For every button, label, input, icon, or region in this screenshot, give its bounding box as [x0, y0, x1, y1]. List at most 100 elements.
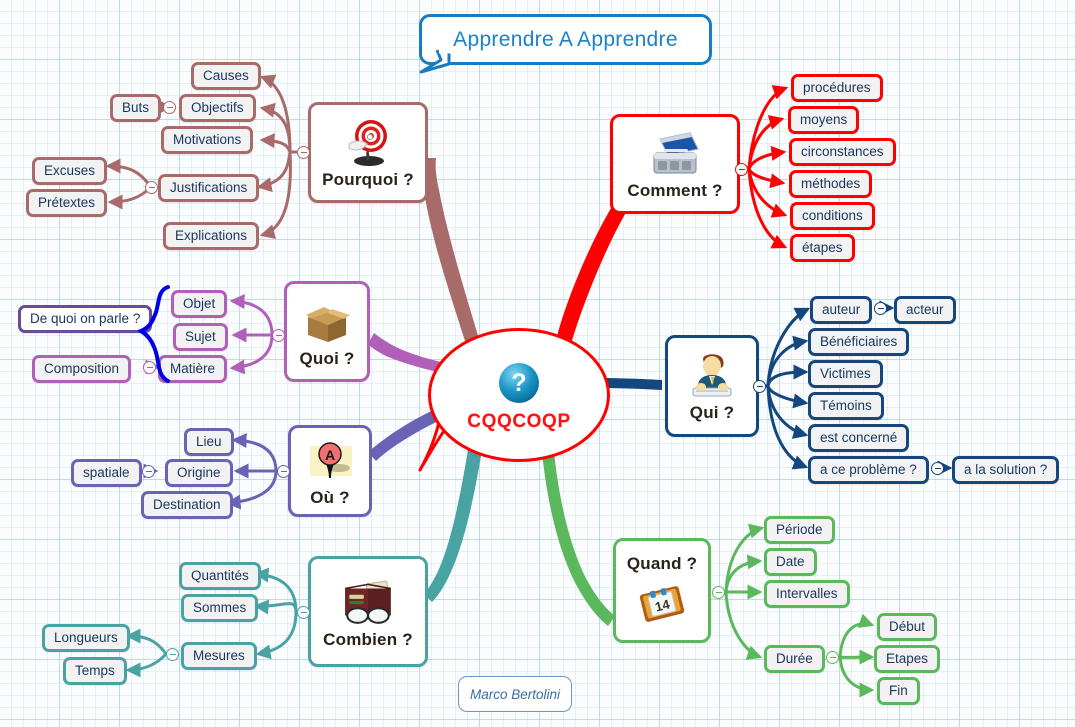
sub-node-de-quoi-on-parle[interactable]: De quoi on parle ?: [18, 305, 153, 333]
sub-node-label: Temps: [75, 663, 115, 678]
toggle-mesures[interactable]: [166, 648, 179, 661]
toggle-quand[interactable]: [712, 586, 725, 599]
wallet-glasses-icon: [345, 580, 391, 624]
sub-node-composition[interactable]: Composition: [32, 355, 132, 383]
sub-node-beneficiaires[interactable]: Bénéficiaires: [808, 328, 910, 356]
toolbox-icon: [653, 132, 699, 174]
sub-node-explications[interactable]: Explications: [163, 222, 260, 250]
main-node-quand[interactable]: 14 Quand ?: [613, 538, 711, 643]
sub-node-label: Composition: [44, 361, 120, 376]
sub-node-destination[interactable]: Destination: [141, 491, 233, 519]
svg-text:?: ?: [511, 369, 526, 397]
central-node[interactable]: ? CQQCOQP: [428, 328, 610, 462]
svg-text:A: A: [325, 447, 335, 463]
sub-node-duree[interactable]: Durée: [764, 645, 825, 673]
sub-node-conditions[interactable]: conditions: [790, 202, 875, 230]
calendar-icon: 14: [639, 585, 685, 622]
author-credit[interactable]: Marco Bertolini: [458, 676, 572, 712]
sub-node-label: Lieu: [196, 434, 222, 449]
sub-node-temoins[interactable]: Témoins: [808, 392, 884, 420]
toggle-quoi[interactable]: [272, 329, 285, 342]
sub-node-label: Période: [776, 522, 823, 537]
title-balloon[interactable]: Apprendre A Apprendre: [419, 14, 712, 74]
sub-node-label: circonstances: [801, 144, 884, 159]
sub-node-label: Durée: [776, 651, 813, 666]
sub-node-matiere[interactable]: Matière: [158, 355, 228, 383]
sub-node-victimes[interactable]: Victimes: [808, 360, 883, 388]
sub-node-fin[interactable]: Fin: [877, 677, 920, 705]
toggle-qui[interactable]: [753, 380, 766, 393]
toggle-comment[interactable]: [735, 163, 748, 176]
toggle-matiere[interactable]: [143, 361, 156, 374]
main-node-ou[interactable]: A Où ?: [288, 425, 372, 517]
sub-node-temps[interactable]: Temps: [63, 657, 127, 685]
sub-node-label: Sujet: [185, 329, 216, 344]
sub-node-origine[interactable]: Origine: [165, 459, 233, 487]
sub-node-label: Objectifs: [191, 100, 244, 115]
sub-node-label: Intervalles: [776, 586, 838, 601]
sub-node-est-concerne[interactable]: est concerné: [808, 424, 910, 452]
sub-node-procedures[interactable]: procédures: [791, 74, 883, 102]
sub-node-label: Explications: [175, 228, 248, 243]
sub-node-date[interactable]: Date: [764, 548, 817, 576]
sub-node-intervalles[interactable]: Intervalles: [764, 580, 850, 608]
sub-node-a-ce-probleme[interactable]: a ce problème ?: [808, 456, 929, 484]
sub-node-justifications[interactable]: Justifications: [158, 174, 260, 202]
sub-node-acteur[interactable]: acteur: [894, 296, 956, 324]
sub-node-sujet[interactable]: Sujet: [173, 323, 228, 351]
sub-node-debut[interactable]: Début: [877, 613, 938, 641]
toggle-ou[interactable]: [277, 465, 290, 478]
main-node-quoi[interactable]: Quoi ?: [284, 281, 370, 382]
sub-node-spatiale[interactable]: spatiale: [71, 459, 142, 487]
sub-node-sommes[interactable]: Sommes: [181, 594, 259, 622]
sub-node-causes[interactable]: Causes: [191, 62, 261, 90]
sub-node-label: Causes: [203, 68, 249, 83]
sub-node-moyens[interactable]: moyens: [788, 106, 860, 134]
sub-node-quantites[interactable]: Quantités: [179, 562, 261, 590]
sub-node-longueurs[interactable]: Longueurs: [42, 624, 130, 652]
toggle-auteur[interactable]: [874, 302, 887, 315]
toggle-objectifs[interactable]: [163, 101, 176, 114]
toggle-pourquoi[interactable]: [297, 146, 310, 159]
sub-node-lieu[interactable]: Lieu: [184, 428, 234, 456]
title-balloon-box: Apprendre A Apprendre: [419, 14, 712, 65]
main-node-quand-label: Quand ?: [626, 553, 698, 573]
sub-node-motivations[interactable]: Motivations: [161, 126, 254, 154]
toggle-combien[interactable]: [297, 606, 310, 619]
main-node-comment[interactable]: Comment ?: [610, 114, 740, 214]
toggle-origine[interactable]: [142, 465, 155, 478]
sub-node-label: Longueurs: [54, 630, 118, 645]
sub-node-etapes-quand[interactable]: Etapes: [874, 645, 941, 673]
map-pin-a-icon: A: [310, 442, 352, 478]
person-at-keyboard-icon: [692, 354, 732, 397]
sub-node-label: De quoi on parle ?: [30, 311, 141, 326]
sub-node-excuses[interactable]: Excuses: [32, 157, 108, 185]
sub-node-label: Bénéficiaires: [820, 334, 898, 349]
sub-node-etapes-comment[interactable]: étapes: [790, 234, 855, 262]
toggle-a-ce-probleme[interactable]: [931, 462, 944, 475]
sub-node-pretextes[interactable]: Prétextes: [26, 189, 108, 217]
sub-node-label: Matière: [170, 361, 216, 376]
sub-node-label: Buts: [122, 100, 150, 115]
main-node-quoi-label: Quoi ?: [299, 348, 355, 368]
central-label: CQQCOQP: [467, 411, 571, 432]
sub-node-objet[interactable]: Objet: [171, 290, 228, 318]
main-node-pourquoi[interactable]: Pourquoi ?: [308, 102, 428, 203]
sub-node-label: Quantités: [191, 568, 249, 583]
sub-node-periode[interactable]: Période: [764, 516, 835, 544]
sub-node-mesures[interactable]: Mesures: [181, 642, 257, 670]
sub-node-circonstances[interactable]: circonstances: [789, 138, 896, 166]
sub-node-a-la-solution[interactable]: a la solution ?: [952, 456, 1060, 484]
curly-brace-icon: [138, 285, 170, 383]
sub-node-buts[interactable]: Buts: [110, 94, 162, 122]
svg-text:14: 14: [654, 596, 672, 614]
main-node-combien[interactable]: Combien ?: [308, 556, 428, 667]
sub-node-methodes[interactable]: méthodes: [789, 170, 873, 198]
sub-node-label: Témoins: [820, 398, 872, 413]
toggle-duree[interactable]: [826, 651, 839, 664]
sub-node-auteur[interactable]: auteur: [810, 296, 873, 324]
sub-node-objectifs[interactable]: Objectifs: [179, 94, 256, 122]
toggle-justifications[interactable]: [145, 181, 158, 194]
main-node-ou-label: Où ?: [310, 488, 350, 507]
main-node-qui[interactable]: Qui ?: [665, 335, 759, 437]
